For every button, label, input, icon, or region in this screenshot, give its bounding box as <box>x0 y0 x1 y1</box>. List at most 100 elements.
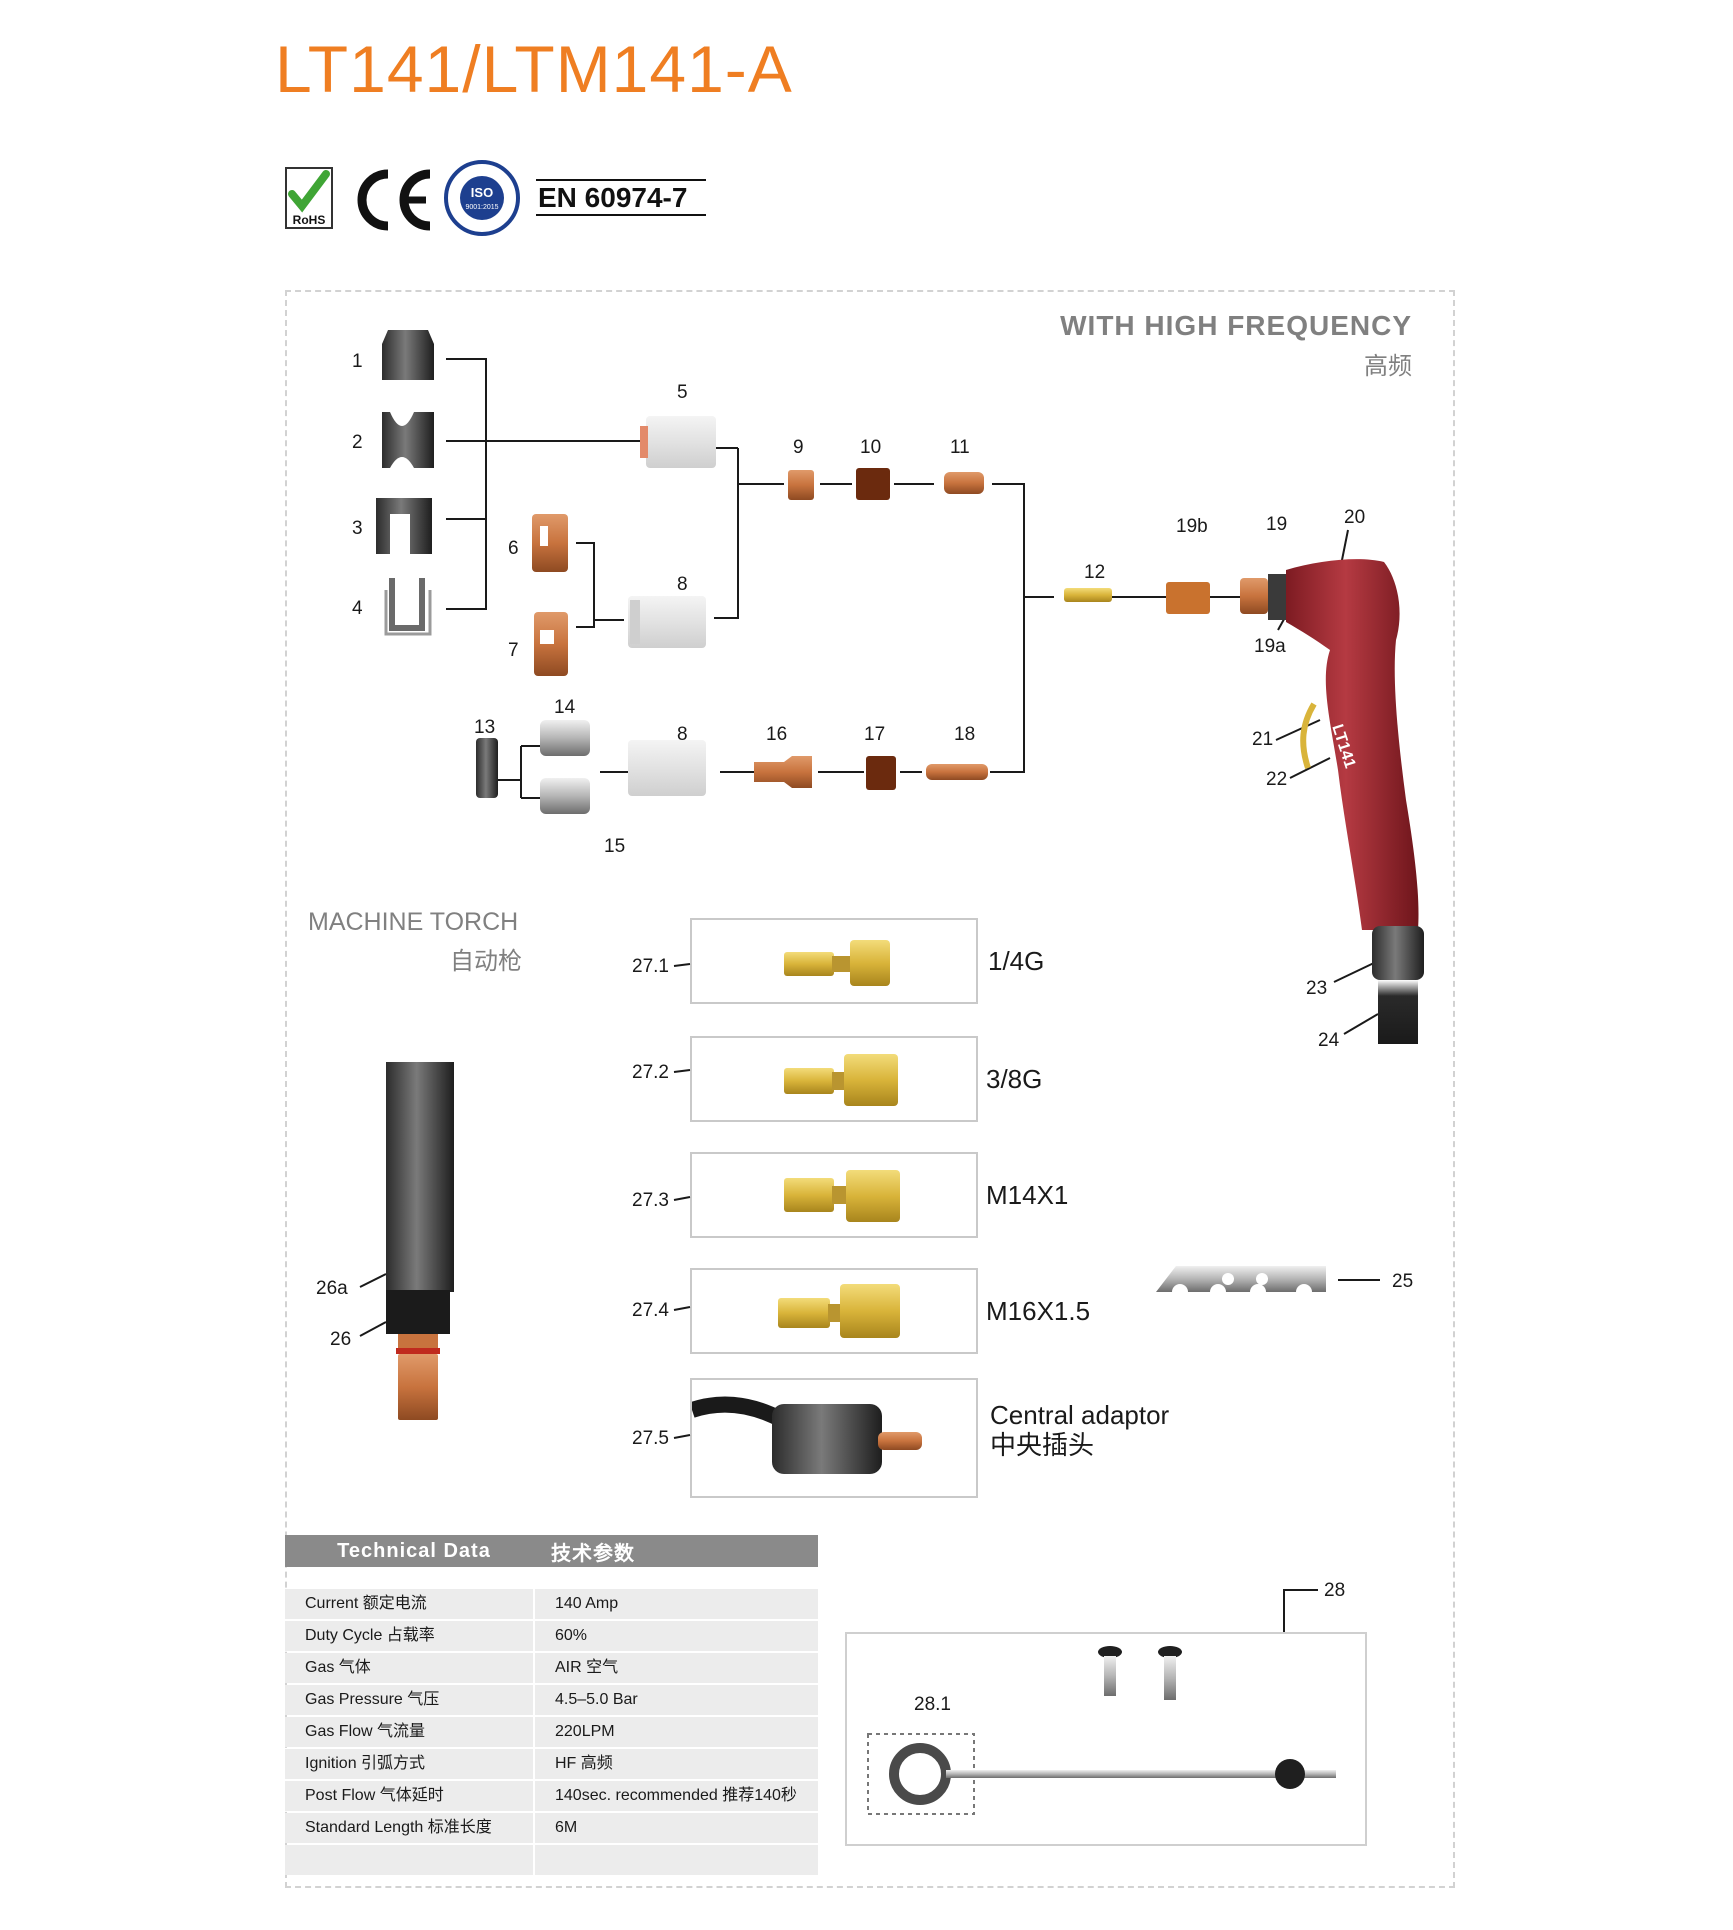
part-labels: 1 2 3 4 5 6 7 8 9 10 11 12 13 14 15 8 16… <box>316 351 1413 1715</box>
label-15: 15 <box>604 836 625 857</box>
brass-fitting-icon <box>784 1054 898 1106</box>
label-8b: 8 <box>677 724 688 745</box>
label-2: 2 <box>352 432 363 453</box>
adaptor-label: 3/8G <box>986 1064 1043 1094</box>
iso-seal-icon: ISO 9001:2015 <box>444 160 520 236</box>
central-adaptor-cn: 中央插头 <box>990 1430 1095 1460</box>
part-15-shield-cap <box>540 778 590 814</box>
label-10: 10 <box>860 437 881 458</box>
part-3-gouging-shield <box>376 498 432 554</box>
part-7-tip <box>534 612 568 676</box>
part-1-shield-cap <box>382 330 434 380</box>
label-20: 20 <box>1344 507 1365 528</box>
part-17-swirl-ring <box>866 756 896 790</box>
iso-code: 9001:2015 <box>465 204 498 211</box>
technical-data-title-en: Technical Data <box>337 1539 491 1562</box>
label-25: 25 <box>1392 1271 1413 1292</box>
row-key: Standard Length 标准长度 <box>285 1813 533 1843</box>
part-19b-insulator <box>1166 582 1210 614</box>
part-18-long-electrode <box>926 764 988 780</box>
row-value: 6M <box>535 1813 818 1843</box>
label-18: 18 <box>954 724 975 745</box>
part-23-handle-end <box>1372 926 1424 980</box>
label-8a: 8 <box>677 574 688 595</box>
part-5-shield-cup <box>640 416 716 468</box>
machine-torch-title: MACHINE TORCH 自动枪 <box>308 908 522 976</box>
part-9-tip <box>788 470 814 500</box>
diagram-frame <box>285 290 1455 1888</box>
adaptor-27-1-image <box>690 918 978 1004</box>
label-19: 19 <box>1266 514 1287 535</box>
hf-section-title: WITH HIGH FREQUENCY 高频 <box>1060 310 1412 381</box>
holder-kit-frame <box>845 1632 1367 1846</box>
row-key: Gas Pressure 气压 <box>285 1685 533 1715</box>
label-23: 23 <box>1306 978 1327 999</box>
label-14: 14 <box>554 697 576 718</box>
part-20-torch-handle: LT141 <box>1240 559 1419 930</box>
label-7: 7 <box>508 640 519 661</box>
label-16: 16 <box>766 724 787 745</box>
part-2-drag-shield <box>382 412 434 468</box>
row-key: Ignition 引弧方式 <box>285 1749 533 1779</box>
label-17: 17 <box>864 724 885 745</box>
adaptor-label: Central adaptor 中央插头 <box>990 1400 1169 1460</box>
part-11-electrode <box>944 472 984 494</box>
adaptor-num: 27.3 <box>632 1190 669 1211</box>
part-24-hose <box>1378 980 1418 1044</box>
part-16-long-nozzle <box>754 756 812 788</box>
adaptor-label: M16X1.5 <box>986 1296 1091 1326</box>
adaptor-label: M14X1 <box>986 1180 1069 1210</box>
label-26: 26 <box>330 1329 351 1350</box>
rohs-icon: RoHS <box>285 167 333 229</box>
row-value: AIR 空气 <box>535 1653 818 1683</box>
label-21: 21 <box>1252 729 1273 750</box>
part-25-spanner-wrench <box>1156 1266 1326 1292</box>
part-21-trigger <box>1300 702 1317 769</box>
part-13-nut <box>476 738 498 798</box>
row-value <box>535 1845 818 1875</box>
iso-label: ISO <box>471 185 493 200</box>
technical-data-header: Technical Data 技术参数 <box>285 1535 818 1567</box>
part-4-spacer-spring <box>384 578 432 636</box>
locking-knob-right <box>1158 1646 1182 1700</box>
label-5: 5 <box>677 382 688 403</box>
row-key: Gas Flow 气流量 <box>285 1717 533 1747</box>
label-22: 22 <box>1266 769 1287 790</box>
table-row <box>285 1845 818 1875</box>
row-value: HF 高频 <box>535 1749 818 1779</box>
adaptor-num: 27.1 <box>632 956 669 977</box>
adaptor-num: 27.5 <box>632 1428 669 1449</box>
label-12: 12 <box>1084 562 1105 583</box>
label-19a: 19a <box>1254 636 1286 657</box>
part-28-holder-kit <box>867 1646 1336 1815</box>
row-key: Post Flow 气体延时 <box>285 1781 533 1811</box>
row-key: Duty Cycle 占载率 <box>285 1621 533 1651</box>
label-6: 6 <box>508 538 519 559</box>
row-value: 220LPM <box>535 1717 818 1747</box>
certification-logos: RoHS ISO 9001:2015 EN 60974-7 <box>285 160 706 236</box>
label-19b: 19b <box>1176 516 1208 537</box>
label-28: 28 <box>1324 1580 1345 1601</box>
technical-data-title-cn: 技术参数 <box>551 1542 635 1565</box>
hf-title-cn: 高频 <box>1364 353 1412 380</box>
row-value: 140 Amp <box>535 1589 818 1619</box>
part-12-electrode-adaptor <box>1064 588 1112 602</box>
label-24: 24 <box>1318 1030 1340 1051</box>
locking-knob-left <box>1098 1646 1122 1696</box>
rohs-label: RoHS <box>293 213 326 227</box>
ce-mark-icon <box>357 169 431 231</box>
row-value: 140sec. recommended 推荐140秒 <box>535 1781 818 1811</box>
part-6-tip <box>532 514 568 572</box>
part-8-shield-cup-a <box>628 596 706 648</box>
row-key: Current 额定电流 <box>285 1589 533 1619</box>
